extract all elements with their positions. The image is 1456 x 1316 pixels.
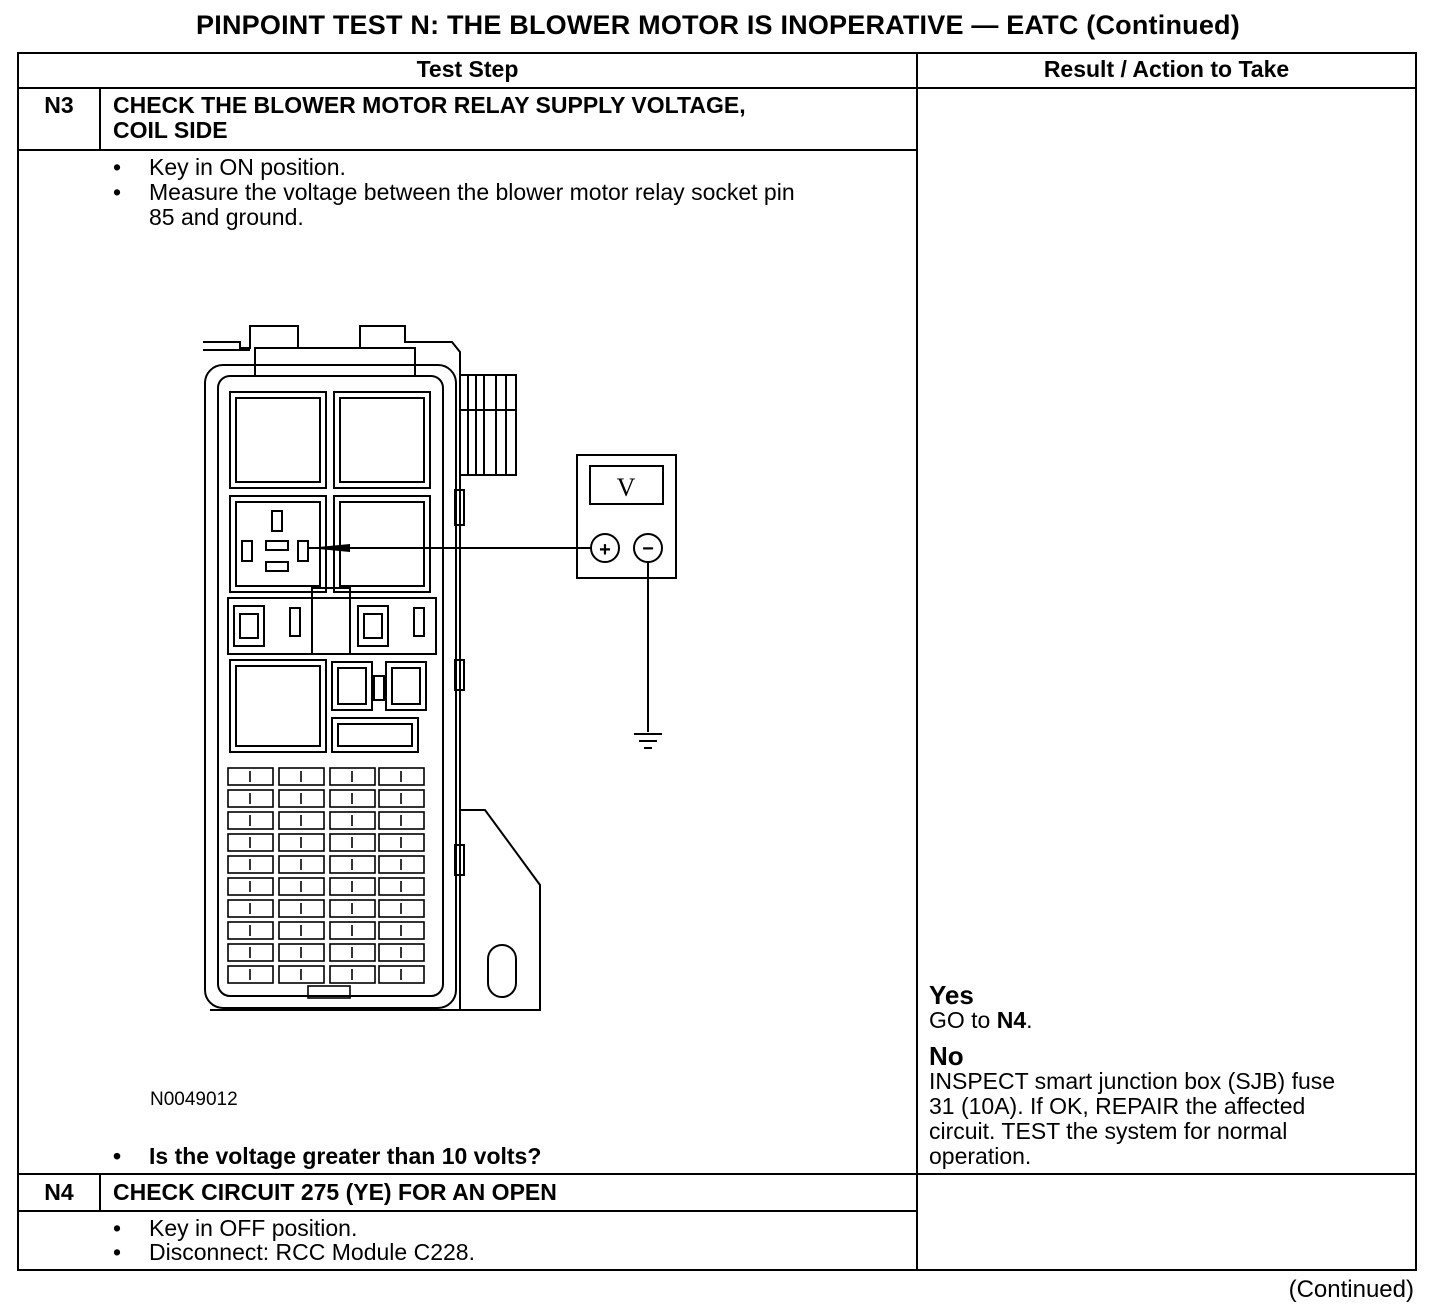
fuse-slot [278, 789, 325, 808]
step-title-line: COIL SIDE [113, 117, 228, 143]
fuse-slot [378, 899, 425, 918]
fuse-slot [329, 921, 376, 940]
row-divider [17, 1210, 918, 1212]
result-no-line: operation. [929, 1143, 1032, 1169]
fuse-slot [278, 921, 325, 940]
fuse-slot [378, 855, 425, 874]
fuse-slot [278, 767, 325, 786]
fuse-slot [329, 767, 376, 786]
fuse-slot [227, 965, 274, 984]
question-text: Is the voltage greater than 10 volts? [149, 1143, 542, 1169]
fuse-slot [227, 767, 274, 786]
bullet: • [113, 154, 122, 180]
fuse-slot [227, 921, 274, 940]
bullet-text: Measure the voltage between the blower m… [149, 180, 795, 230]
minus-terminal: − [642, 538, 654, 560]
row-divider [17, 149, 918, 151]
fuse-slot [227, 789, 274, 808]
test-table [17, 52, 1417, 1271]
fuse-slot [329, 877, 376, 896]
bullet: • [113, 1215, 122, 1241]
fuse-slot [278, 855, 325, 874]
relay-box-diagram: V + − [203, 325, 677, 1011]
fuse-slot [227, 899, 274, 918]
fuse-slot [278, 877, 325, 896]
fuse-slot [329, 789, 376, 808]
fuse-slot [329, 965, 376, 984]
fuse-slot [278, 811, 325, 830]
fuse-slot [378, 767, 425, 786]
fuse-slot [378, 811, 425, 830]
fuse-slot [278, 899, 325, 918]
continued-label: (Continued) [1288, 1276, 1414, 1303]
fuse-slot [278, 965, 325, 984]
bullet: • [113, 179, 122, 205]
row-divider [17, 1173, 1417, 1175]
column-divider [916, 52, 918, 1271]
step-title-n4: CHECK CIRCUIT 275 (YE) FOR AN OPEN [113, 1179, 557, 1205]
result-yes-text: GO to N4. [929, 1008, 1033, 1033]
header-divider [17, 87, 1417, 89]
bullet: • [113, 1143, 122, 1169]
plus-terminal: + [599, 539, 611, 561]
probe-tip [308, 544, 350, 552]
fuse-slot [278, 833, 325, 852]
step-id-divider [99, 88, 101, 150]
fuse-slot [329, 833, 376, 852]
result-no-line: 31 (10A). If OK, REPAIR the affected [929, 1093, 1306, 1119]
fuse-slot [378, 833, 425, 852]
result-no-text: INSPECT smart junction box (SJB) fuse 31… [929, 1069, 1335, 1169]
bottom-clip [307, 985, 351, 999]
meter-label: V [617, 473, 636, 502]
fuse-slot [329, 855, 376, 874]
header-result: Result / Action to Take [1043, 56, 1290, 82]
result-no-heading: No [929, 1041, 964, 1071]
result-no-line: INSPECT smart junction box (SJB) fuse [929, 1068, 1336, 1094]
bullet-line: 85 and ground. [149, 204, 304, 230]
step-id-n3: N3 [44, 92, 74, 118]
figure-id: N0049012 [150, 1089, 238, 1110]
result-yes-heading: Yes [929, 980, 974, 1010]
result-yes-post: . [1026, 1007, 1033, 1033]
result-yes-pre: GO to [929, 1007, 997, 1033]
fuse-slot [227, 877, 274, 896]
step-title-n3: CHECK THE BLOWER MOTOR RELAY SUPPLY VOLT… [113, 93, 746, 143]
fuse-slot [378, 943, 425, 962]
fuse-slot [227, 833, 274, 852]
step-title-line: CHECK THE BLOWER MOTOR RELAY SUPPLY VOLT… [113, 92, 746, 118]
step-id-divider [99, 1175, 101, 1211]
fuse-slot [227, 943, 274, 962]
step-id-n4: N4 [44, 1179, 74, 1205]
bullet-text: Key in ON position. [149, 154, 346, 180]
result-no-line: circuit. TEST the system for normal [929, 1118, 1288, 1144]
fuse-slot [329, 899, 376, 918]
page-title: PINPOINT TEST N: THE BLOWER MOTOR IS INO… [196, 10, 1240, 40]
fuse-slot [329, 811, 376, 830]
fuse-slot [378, 921, 425, 940]
result-yes-target: N4 [996, 1007, 1027, 1033]
header-test-step: Test Step [416, 56, 519, 82]
fuse-slot [378, 965, 425, 984]
fuse-slot [378, 789, 425, 808]
bullet: • [113, 1239, 122, 1265]
fuse-slot [227, 855, 274, 874]
fuse-slot [378, 877, 425, 896]
bullet-line: Measure the voltage between the blower m… [149, 179, 795, 205]
bullet-text: Key in OFF position. [149, 1215, 358, 1241]
fuse-slot [278, 943, 325, 962]
fuse-slot [329, 943, 376, 962]
bullet-text: Disconnect: RCC Module C228. [149, 1239, 475, 1265]
fuse-slot [227, 811, 274, 830]
